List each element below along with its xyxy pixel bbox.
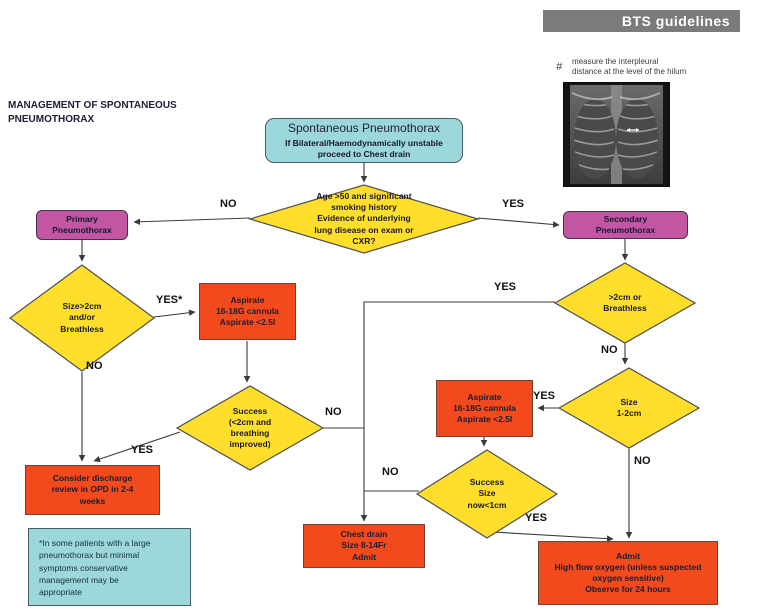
edge-label-yes-success-primary: YES [131,444,154,456]
footnote-box: *In some patients with a large pneumotho… [28,528,191,606]
diamond-size-primary [8,264,156,372]
arrow-yes-to-aspirate-primary [153,309,196,318]
node-admit: Admit High flow oxygen (unless suspected… [538,541,718,605]
edge-label-no-size-secondary: NO [601,344,618,356]
chest-xray-graphic [564,83,669,186]
interpleural-distance-marker [627,128,639,132]
edge-label-yes-size-secondary: YES [494,281,517,293]
diamond-size-secondary [553,262,697,344]
node-primary-pneumothorax: Primary Pneumothorax [36,210,128,240]
edge-label-yes-success-secondary: YES [525,512,548,524]
node-start: Spontaneous Pneumothorax If Bilateral/Ha… [265,118,463,163]
start-title: Spontaneous Pneumothorax [287,120,441,135]
page-title: MANAGEMENT OF SPONTANEOUS PNEUMOTHORAX [8,100,177,125]
diamond-success-secondary [415,449,559,539]
xray-note: measure the interpleural distance at the… [572,57,687,77]
edge-label-no-size-primary: NO [86,360,103,372]
start-subtitle: If Bilateral/Haemodynamically unstable p… [285,138,443,160]
edge-label-no-to-primary: NO [220,198,237,210]
arrow-yes-to-secondary [477,217,560,228]
node-consider-discharge: Consider discharge review in OPD in 2-4 … [25,465,160,515]
diamond-size-1-2 [557,367,701,449]
chest-xray-image [563,82,670,187]
edge-label-yes-aspirate-primary: YES* [156,294,183,306]
edge-label-no-success-primary: NO [325,406,342,418]
edge-label-yes-aspirate-secondary: YES [533,390,556,402]
diamond-success-primary [175,385,325,471]
header-banner: BTS guidelines [543,10,740,32]
arrow-no-to-primary [133,217,251,226]
node-chest-drain: Chest drain Size 8-14Fr Admit [303,524,425,568]
xray-note-symbol: # [556,61,563,73]
node-secondary-pneumothorax: Secondary Pneumothorax [563,211,688,239]
node-aspirate-secondary: Aspirate 16-18G cannula Aspirate <2.5l [436,380,533,437]
edge-label-no-success-secondary: NO [382,466,399,478]
arrow-trunk-to-chest-drain [360,301,555,522]
arrow-yes-to-admit [491,531,614,542]
node-aspirate-primary: Aspirate 16-18G cannula Aspirate <2.5l [199,283,296,340]
edge-label-yes-to-secondary: YES [502,198,525,210]
edge-label-no-size-1-2: NO [634,455,651,467]
arrow-yes-to-discharge [93,431,181,463]
diamond-age-question [247,184,481,254]
